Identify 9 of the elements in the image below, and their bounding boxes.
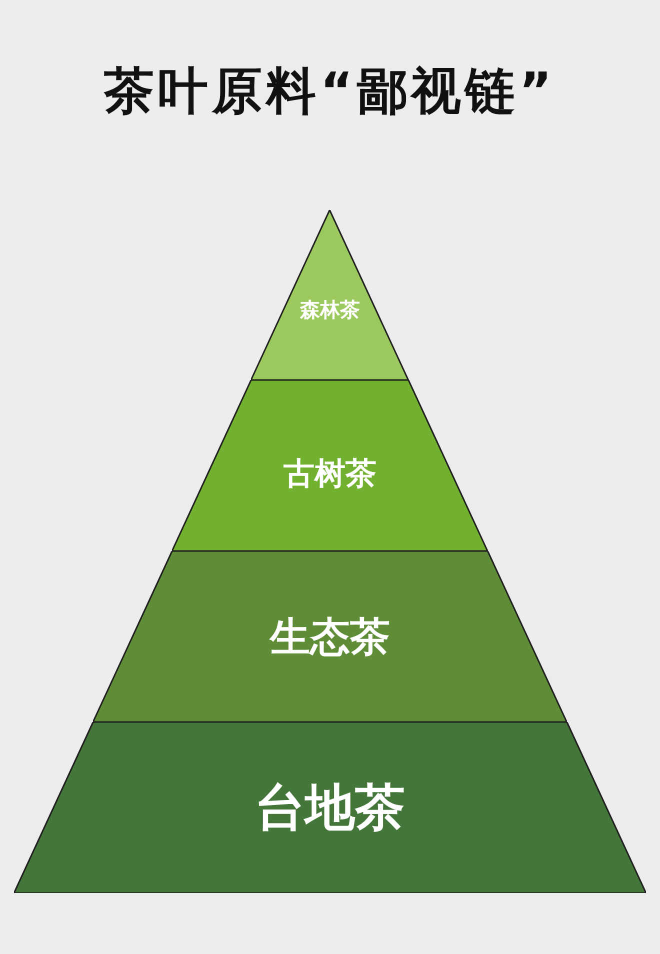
tier-label: 生态茶 [270, 613, 390, 662]
pyramid-tier [14, 722, 646, 893]
tier-label: 古树茶 [283, 454, 376, 494]
tier-label: 森林茶 [300, 296, 360, 324]
tier-label: 台地茶 [255, 777, 405, 838]
pyramid-tier [172, 380, 488, 551]
pyramid-tier [251, 210, 409, 380]
title: 茶叶原料“鄙视链” [102, 61, 557, 122]
pyramid-tier [93, 551, 567, 722]
